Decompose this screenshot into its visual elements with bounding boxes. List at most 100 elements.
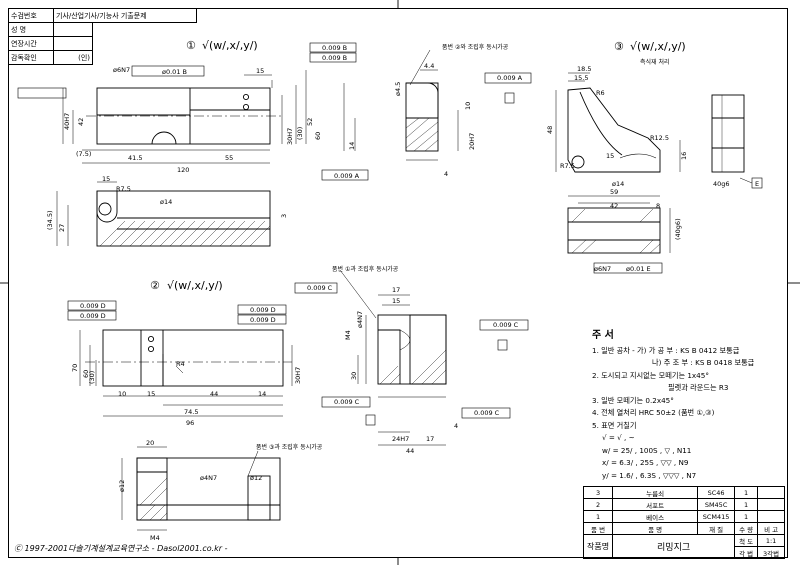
dim: 52 (306, 118, 314, 126)
col-header: 비 고 (757, 522, 786, 535)
part-qty: 1 (734, 486, 759, 499)
dim: ø6N7 (113, 66, 130, 74)
dim: 27 (58, 224, 66, 232)
dim: (40g6) (674, 218, 682, 240)
dim: ø4N7 (200, 474, 217, 482)
dim: 17 (392, 286, 400, 294)
notes-title: 주 서 (592, 330, 614, 341)
scale-label: 척 도 (734, 534, 759, 547)
part-name: 누름쇠 (612, 486, 699, 499)
parts-row: 2 서포트 SM45C 1 (582, 498, 786, 511)
parts-row: 1 베이스 SCM415 1 (582, 510, 786, 523)
dim: 60 (314, 132, 322, 140)
dim: 96 (186, 419, 194, 427)
dim: 0.009 C (334, 398, 360, 406)
dim: 74.5 (184, 408, 198, 416)
dim: 15 (102, 175, 110, 183)
note-line: x/ = 6.3/ , 25S , ▽▽ , N9 (602, 458, 689, 467)
view1-label: ① (186, 39, 196, 52)
dim: ø0.01 E (626, 265, 651, 273)
view3-note: 측식재 처리 (640, 58, 670, 66)
dim: 60 (82, 370, 90, 378)
dim: 10 (464, 102, 472, 110)
header-value: 기사/산업기사/기능사 기출문제 (53, 8, 197, 23)
dim: 0.009 A (334, 172, 360, 180)
dim: 14 (258, 390, 266, 398)
dim: 0.009 D (250, 306, 276, 314)
dim: 0.009 D (80, 302, 106, 310)
dim: 48 (546, 126, 554, 134)
note-line: √ = √ , ~ (602, 433, 635, 442)
part-material: SM45C (697, 498, 736, 511)
projection-label: 각 법 (734, 546, 759, 559)
part-name: 서포트 (612, 498, 699, 511)
dim: 0.009 D (80, 312, 106, 320)
dim: 4 (444, 170, 448, 178)
dim: 0.009 A (497, 74, 523, 82)
dim: 10 (118, 390, 126, 398)
scale-value: 1:1 (757, 534, 786, 547)
svg-text:√(w/,x/,y/): √(w/,x/,y/) (167, 279, 223, 292)
title-block-header: 수검번호 기사/산업기사/기능사 기출문제 성 명 연장시간 감독확인 (인) (8, 8, 197, 65)
callout-drill-3: 품번 ③과 조립후 동시가공 (256, 443, 323, 451)
dim: ø4.5 (394, 82, 402, 96)
note-line: 5. 표면 거칠기 (592, 420, 637, 430)
dim: 120 (177, 166, 189, 174)
dim: (30) (296, 127, 304, 140)
col-header: 수 량 (734, 522, 759, 535)
dim: 44 (210, 390, 218, 398)
notes-block: 주 서 1. 일반 공차 - 가) 가 공 부 : KS B 0412 보통급 … (592, 330, 754, 482)
work-name: 리밍지그 (612, 534, 736, 559)
note-line: w/ = 25/ , 100S , ▽ , N11 (602, 445, 692, 455)
part-no: 2 (582, 498, 614, 511)
part-material: SC46 (697, 486, 736, 499)
dim: 41.5 (128, 154, 142, 162)
dim: ø12 (250, 474, 262, 482)
dim: 15 (256, 67, 264, 75)
dim: ø4N7 (356, 311, 364, 328)
parts-list-table: 3 누름쇠 SC46 1 2 서포트 SM45C 1 1 베이스 SCM415 … (582, 486, 786, 559)
dim: E (755, 180, 759, 188)
note-line: 3. 일반 모떼기는 0.2x45° (592, 395, 674, 405)
dim: 0.009 C (493, 321, 519, 329)
dim: ø0.01 B (162, 68, 187, 76)
dim: (7.5) (76, 150, 91, 158)
dim: 0.009 B (322, 54, 347, 62)
dim: 42 (610, 202, 618, 210)
dim: 0.009 C (307, 284, 333, 292)
dim: R7.5 (560, 162, 575, 170)
dim: 40H7 (63, 113, 71, 130)
part-name: 베이스 (612, 510, 699, 523)
svg-text:√(w/,x/,y/): √(w/,x/,y/) (202, 39, 258, 52)
dim: 30H7 (286, 128, 294, 145)
dim: 24H7 (392, 435, 409, 443)
work-label: 작품명 (582, 534, 614, 559)
dim: 0.009 B (322, 44, 347, 52)
dim: 14 (348, 142, 356, 150)
view2-label: ② (150, 279, 160, 292)
parts-row: 3 누름쇠 SC46 1 (582, 486, 786, 499)
note-line: 2. 도시되고 지시없는 모떼기는 1x45° (592, 370, 709, 380)
dim: R12.5 (650, 134, 669, 142)
part-note (757, 486, 786, 499)
dim: 4 (454, 422, 458, 430)
callout-drill-2: 품번 ②와 조립후 동시가공 (442, 43, 509, 51)
dim: 17 (426, 435, 434, 443)
dim: 15 (606, 152, 614, 160)
dim: (34.5) (46, 210, 54, 230)
parts-header-row: 품 번 품 명 재 질 수 량 비 고 (582, 522, 786, 535)
dim: R6 (596, 89, 605, 97)
note-line: 1. 일반 공차 - 가) 가 공 부 : KS B 0412 보통급 (592, 345, 740, 355)
part-note (757, 510, 786, 523)
dim: 20 (146, 439, 154, 447)
part-no: 3 (582, 486, 614, 499)
dim: R7.5 (116, 185, 131, 193)
dim: 16 (680, 152, 688, 160)
dim: ø12 (118, 480, 126, 492)
dim: 30H7 (294, 367, 302, 384)
dim: ø14 (612, 180, 624, 188)
note-line: y/ = 1.6/ , 6.3S , ▽▽▽ , N7 (602, 470, 697, 480)
dim: ø6N7 (594, 265, 611, 273)
copyright-text: Ⓒ 1997-2001다솔기계설계교육연구소 - Dasol2001.co.kr… (14, 544, 228, 553)
